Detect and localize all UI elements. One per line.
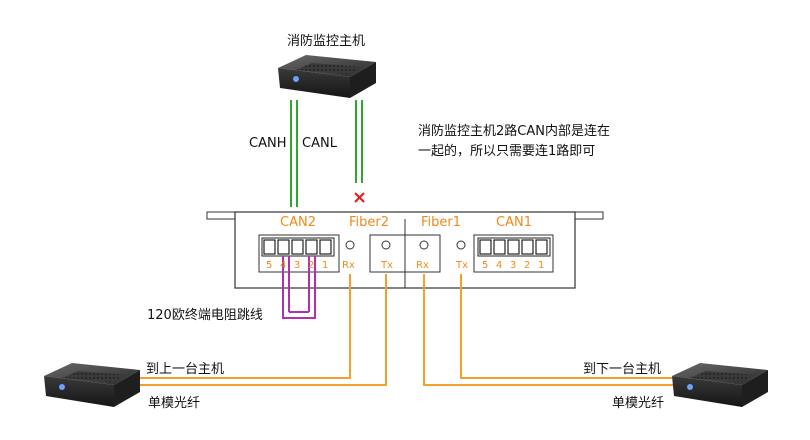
fiber2-port-label: Fiber2: [349, 215, 390, 230]
can1-pin-label: 4: [496, 260, 503, 271]
fiber2-rx-port-icon: [345, 240, 355, 250]
left-host-label: 到上一台主机: [146, 362, 225, 377]
fiber1-port-label: Fiber1: [421, 215, 462, 230]
fiber-cables: [135, 274, 675, 386]
fiber1-tx-port-icon: [456, 240, 466, 250]
jumper-label: 120欧终端电阻跳线: [147, 308, 263, 323]
fiber1-tx-label: Tx: [456, 260, 469, 271]
right-fiber-label: 单模光纤: [612, 396, 665, 411]
can2-pin-label: 2: [308, 260, 315, 271]
top-host-computer-icon: [278, 55, 376, 98]
termination-jumper: [282, 256, 316, 319]
fiber1-rx-label: Rx: [416, 260, 429, 271]
can1-port-label: CAN1: [496, 215, 532, 230]
can2-pin-label: 3: [294, 260, 301, 271]
fiber2-rx-label: Rx: [342, 260, 355, 271]
note-line-1: 消防监控主机2路CAN内部是连在: [418, 124, 610, 139]
canh-label: CANH: [249, 136, 287, 151]
fiber2-tx-label: Tx: [381, 260, 394, 271]
can-wires: [290, 100, 363, 207]
top-host-title: 消防监控主机: [287, 34, 366, 49]
left-host-computer-icon: [44, 363, 140, 407]
can1-pin-label: 2: [524, 260, 531, 271]
can2-pin-label: 5: [266, 260, 273, 271]
right-host-computer-icon: [672, 363, 768, 407]
connection-note: 消防监控主机2路CAN内部是连在 一起的，所以只需要连1路即可: [418, 122, 610, 162]
right-host-label: 到下一台主机: [583, 362, 662, 377]
canl-label: CANL: [302, 136, 337, 151]
can1-pin-label: 5: [482, 260, 489, 271]
not-connected-mark-icon: [354, 192, 365, 203]
can2-port-label: CAN2: [280, 215, 316, 230]
fiber2-tx-port-icon: [381, 240, 391, 250]
can1-pin-label: 3: [510, 260, 517, 271]
can1-terminal-block: [477, 237, 551, 257]
can2-pin-label: 4: [280, 260, 287, 271]
left-fiber-label: 单模光纤: [148, 396, 201, 411]
can2-pin-label: 1: [322, 260, 329, 271]
can1-pin-label: 1: [538, 260, 545, 271]
note-line-2: 一起的，所以只需要连1路即可: [418, 144, 596, 159]
can2-terminal-block: [261, 237, 335, 257]
fiber1-rx-port-icon: [419, 240, 429, 250]
